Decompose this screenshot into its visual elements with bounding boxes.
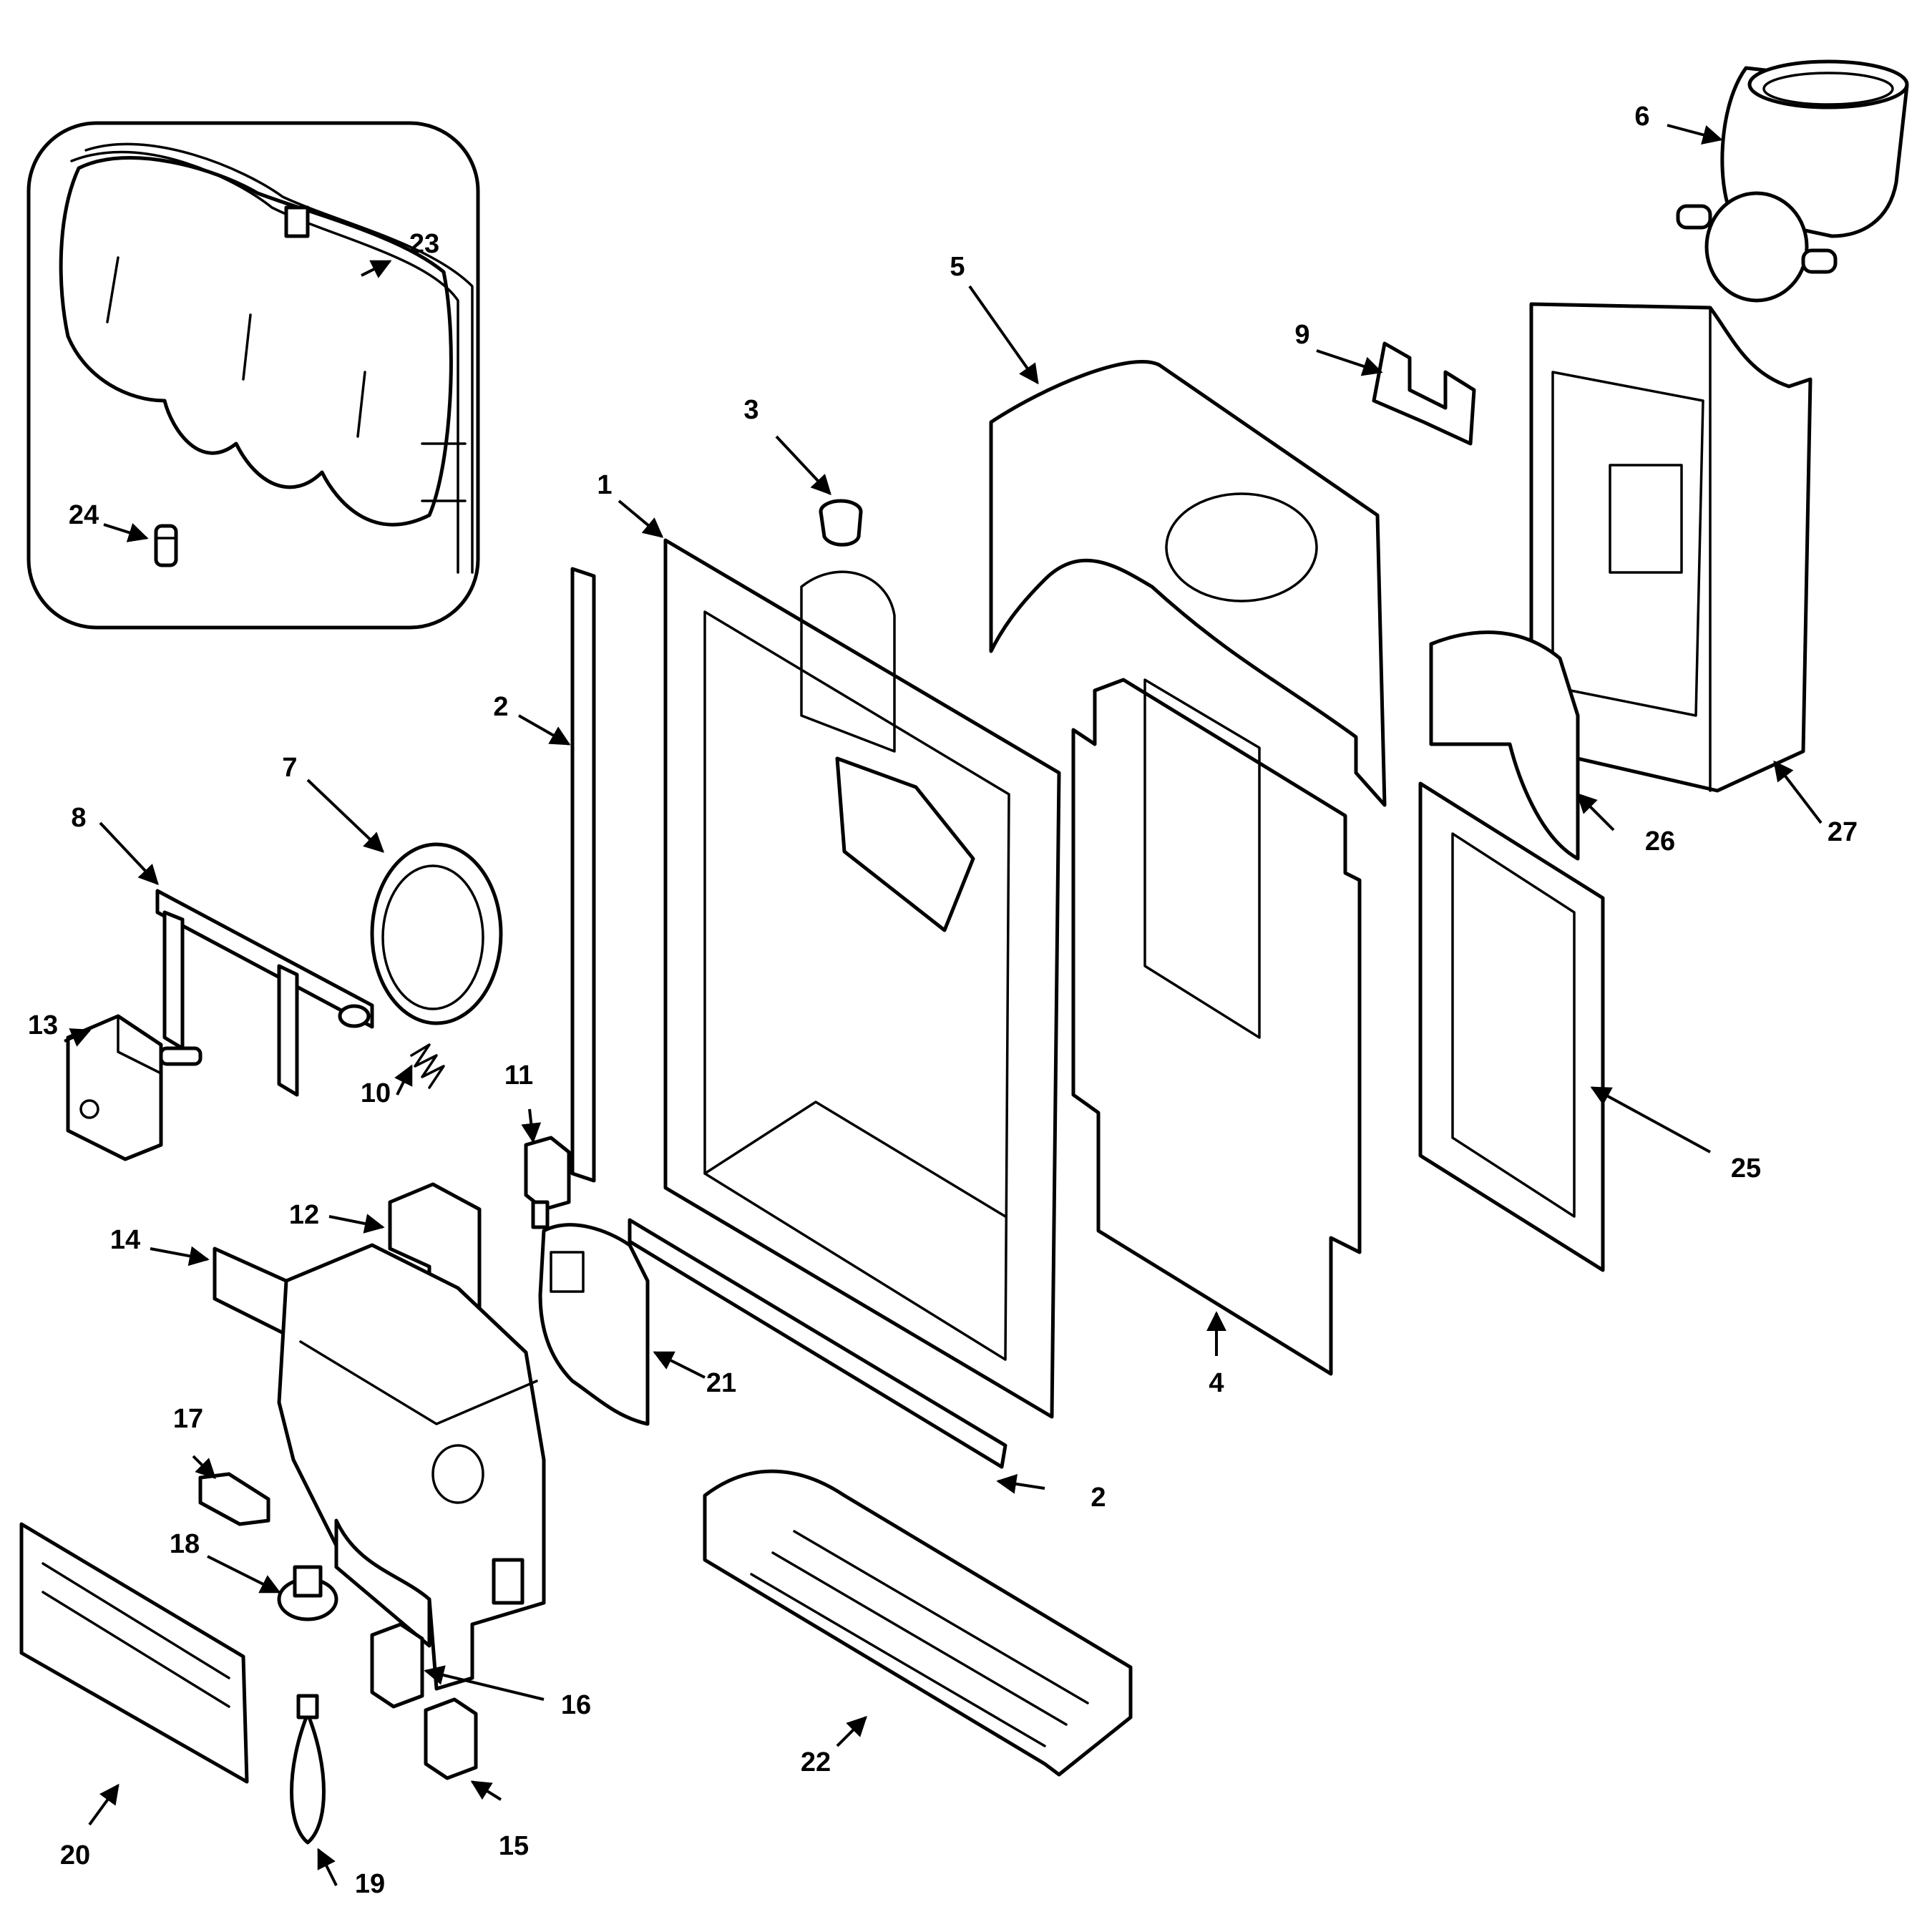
callout-26: 26 bbox=[1645, 826, 1675, 857]
callout-18: 18 bbox=[170, 1529, 200, 1559]
part-26-chute-panel bbox=[1429, 630, 1580, 861]
callout-15: 15 bbox=[499, 1831, 529, 1861]
callout-20: 20 bbox=[60, 1840, 90, 1870]
callout-27: 27 bbox=[1828, 817, 1858, 847]
callout-19: 19 bbox=[355, 1869, 385, 1899]
part-24-filter bbox=[154, 524, 178, 567]
callout-10: 10 bbox=[361, 1078, 391, 1108]
callout-1: 1 bbox=[597, 470, 612, 500]
part-5-insulation bbox=[989, 360, 1387, 807]
callout-24: 24 bbox=[69, 500, 99, 530]
callout-13: 13 bbox=[28, 1010, 58, 1040]
part-1-liner bbox=[663, 538, 1061, 1419]
callout-23: 23 bbox=[409, 229, 439, 259]
part-7-light-cover bbox=[370, 842, 503, 1025]
part-15-rocker bbox=[424, 1697, 478, 1780]
callout-25: 25 bbox=[1731, 1153, 1761, 1184]
callout-12: 12 bbox=[289, 1200, 319, 1230]
callout-6: 6 bbox=[1634, 102, 1649, 132]
part-25-frame bbox=[1418, 781, 1605, 1272]
part-20-bar bbox=[19, 1522, 249, 1784]
part-13-solenoid bbox=[66, 1014, 203, 1161]
part-3-plug bbox=[819, 499, 863, 547]
part-23-evaporator bbox=[59, 142, 474, 574]
callout-14: 14 bbox=[110, 1225, 140, 1255]
callout-3: 3 bbox=[743, 395, 758, 425]
callout-11: 11 bbox=[504, 1060, 533, 1091]
part-17-microswitch bbox=[198, 1472, 270, 1526]
part-18-socket bbox=[277, 1565, 338, 1621]
callout-16: 16 bbox=[561, 1690, 591, 1720]
part-8-bracket bbox=[155, 889, 374, 1097]
part-11-switch bbox=[524, 1136, 571, 1229]
part-10-spring bbox=[410, 1043, 445, 1089]
callout-4: 4 bbox=[1209, 1368, 1224, 1398]
part-2-vertical-strip bbox=[570, 567, 596, 1183]
part-4-sheet bbox=[1071, 678, 1362, 1376]
part-14-mechanism bbox=[213, 1243, 546, 1691]
part-9-clip bbox=[1372, 341, 1476, 446]
callout-21: 21 bbox=[706, 1368, 736, 1398]
callout-2-upper: 2 bbox=[493, 692, 508, 722]
part-27-housing bbox=[1529, 302, 1813, 793]
part-6-funnel bbox=[1676, 59, 1909, 303]
callout-17: 17 bbox=[173, 1404, 203, 1434]
callout-7: 7 bbox=[282, 753, 297, 783]
callout-2-lower: 2 bbox=[1091, 1483, 1106, 1513]
callout-8: 8 bbox=[71, 803, 86, 833]
part-16-rocker bbox=[370, 1622, 424, 1709]
callout-22: 22 bbox=[801, 1747, 831, 1777]
part-22-drip-tray bbox=[703, 1469, 1133, 1777]
leader-lines bbox=[64, 124, 1823, 1886]
part-2-diagonal-strip bbox=[628, 1218, 1008, 1469]
callout-9: 9 bbox=[1294, 320, 1309, 350]
part-19-bulb bbox=[290, 1694, 326, 1845]
callout-5: 5 bbox=[950, 252, 965, 282]
part-21-paddle bbox=[538, 1223, 650, 1426]
